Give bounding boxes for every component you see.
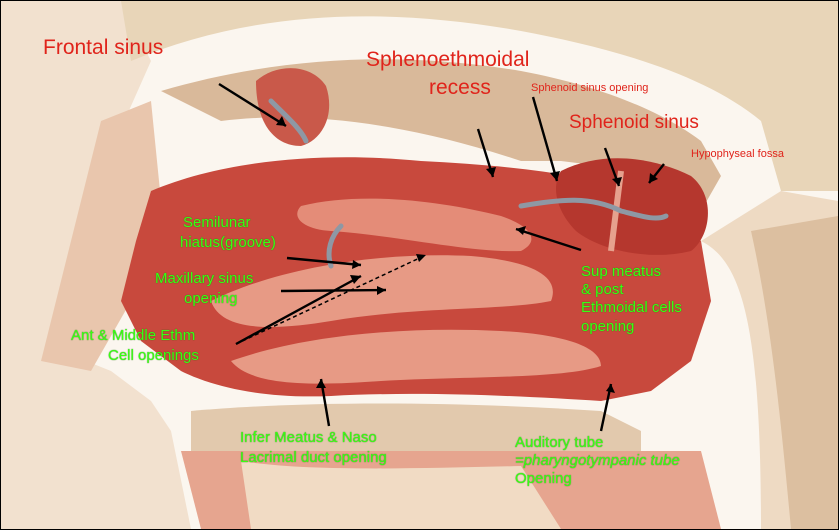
label-ant-middle-line1: Ant & Middle Ethm: [71, 328, 195, 344]
label-hypophyseal-fossa: Hypophyseal fossa: [691, 149, 784, 161]
label-sup-meatus-line2: & post: [581, 282, 624, 298]
label-auditory-line3: Opening: [515, 471, 572, 487]
label-auditory-line2: =pharyngotympanic tube: [515, 453, 680, 469]
label-ant-middle-line2: Cell openings: [108, 348, 199, 364]
label-maxillary-line2: opening: [184, 291, 237, 307]
label-maxillary-line1: Maxillary sinus: [155, 271, 253, 287]
tongue-bone: [241, 461, 561, 529]
label-semilunar-line2: hiatus(groove): [180, 235, 276, 251]
label-auditory-line1: Auditory tube: [515, 435, 603, 451]
label-sup-meatus-line4: opening: [581, 319, 634, 335]
label-spheno-line1: Sphenoethmoidal: [366, 49, 529, 71]
label-semilunar-line1: Semilunar: [183, 215, 251, 231]
label-sup-meatus-line3: Ethmoidal cells: [581, 300, 682, 316]
label-spheno-line2: recess: [429, 77, 491, 99]
frontal-sinus-shape: [256, 68, 329, 146]
label-frontal-sinus: Frontal sinus: [43, 37, 163, 59]
label-sphenoid-opening: Sphenoid sinus opening: [531, 83, 648, 95]
label-sup-meatus-line1: Sup meatus: [581, 264, 661, 280]
label-infer-line1: Infer Meatus & Naso: [240, 430, 377, 446]
label-sphenoid-sinus: Sphenoid sinus: [569, 113, 699, 133]
label-infer-line2: Lacrimal duct opening: [240, 450, 387, 466]
